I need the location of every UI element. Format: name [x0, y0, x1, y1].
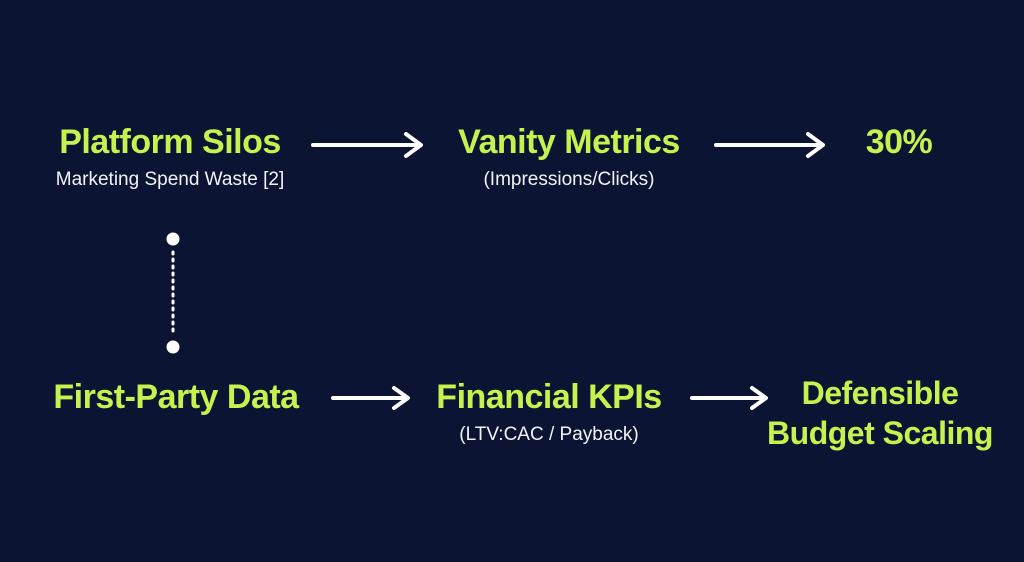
node-title: Platform Silos [59, 123, 281, 161]
connector-dot-top [166, 232, 180, 246]
node-first-party-data: First-Party Data [53, 378, 299, 416]
node-financial-kpis: Financial KPIs (LTV:CAC / Payback) [436, 378, 662, 448]
arrow-financial-to-budget [690, 386, 768, 410]
node-30-percent: 30% [866, 123, 933, 161]
arrow-platform-to-vanity [311, 132, 423, 158]
dotted-connector [166, 232, 180, 354]
node-subtitle: Marketing Spend Waste [2] [55, 169, 285, 190]
node-subtitle: (Impressions/Clicks) [483, 169, 655, 190]
arrow-firstparty-to-financial [331, 386, 410, 410]
node-title: Vanity Metrics [458, 123, 680, 161]
node-vanity-metrics: Vanity Metrics (Impressions/Clicks) [458, 123, 680, 193]
node-title: 30% [865, 123, 933, 161]
connector-dot-bottom [166, 340, 180, 354]
node-defensible-budget-scaling: Defensible Budget Scaling [767, 373, 993, 453]
node-subtitle: (LTV:CAC / Payback) [459, 424, 639, 445]
node-platform-silos: Platform Silos Marketing Spend Waste [2] [56, 123, 284, 193]
node-title: Financial KPIs [436, 378, 662, 416]
node-title: First-Party Data [53, 378, 299, 416]
node-title-line1: Defensible [801, 375, 959, 411]
node-title-line2: Budget Scaling [767, 415, 993, 451]
arrow-vanity-to-30 [714, 132, 825, 158]
